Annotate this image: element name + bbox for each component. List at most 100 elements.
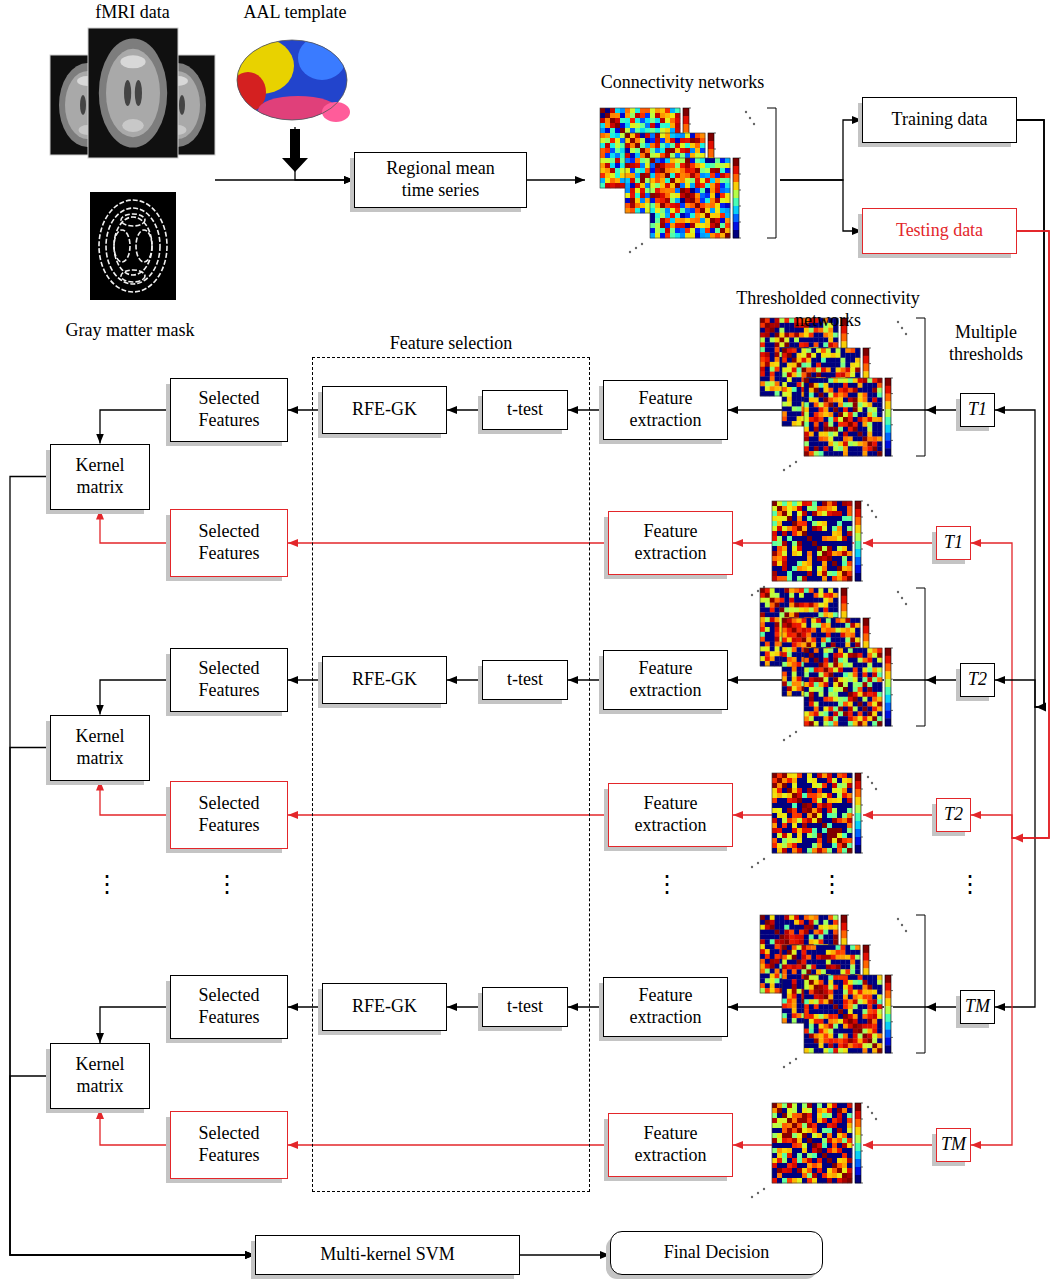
illustration-part bbox=[824, 451, 829, 456]
illustration-part bbox=[833, 446, 838, 451]
illustration-part bbox=[814, 422, 819, 427]
illustration-part bbox=[809, 393, 814, 398]
illustration-part bbox=[867, 393, 872, 398]
illustration-part bbox=[847, 546, 852, 551]
illustration-part bbox=[765, 362, 770, 367]
illustration-part bbox=[838, 446, 843, 451]
illustration-part bbox=[827, 526, 832, 531]
illustration-part bbox=[760, 367, 765, 372]
illustration-part bbox=[858, 446, 863, 451]
illustration-part bbox=[795, 461, 797, 463]
illustration-part bbox=[787, 382, 792, 387]
illustration-part bbox=[812, 566, 817, 571]
illustration-part bbox=[842, 531, 847, 536]
illustration-part bbox=[797, 551, 802, 556]
illustration-part bbox=[816, 372, 821, 377]
illustration-part bbox=[817, 536, 822, 541]
illustration-part bbox=[877, 422, 882, 427]
illustration-part bbox=[782, 363, 787, 368]
illustration-part bbox=[855, 348, 860, 353]
illustration-part bbox=[760, 588, 765, 593]
illustration-part bbox=[848, 383, 853, 388]
illustration-part bbox=[799, 342, 804, 347]
illustration-part bbox=[812, 561, 817, 566]
illustration-part bbox=[858, 393, 863, 398]
illustration-part bbox=[877, 393, 882, 398]
illustration-part bbox=[812, 546, 817, 551]
illustration-part bbox=[817, 516, 822, 521]
illustration-part bbox=[765, 367, 770, 372]
illustration-part bbox=[842, 506, 847, 511]
illustration-part bbox=[775, 342, 780, 347]
illustration-part bbox=[822, 526, 827, 531]
illustration-part bbox=[812, 501, 817, 506]
illustration-part bbox=[863, 417, 868, 422]
illustration-part bbox=[792, 521, 797, 526]
illustration-part bbox=[777, 561, 782, 566]
illustration-part bbox=[770, 342, 775, 347]
illustration-part bbox=[847, 561, 852, 566]
illustration-part bbox=[831, 358, 836, 363]
illustration-part bbox=[809, 398, 814, 403]
illustration-part bbox=[760, 381, 765, 386]
illustration-part bbox=[807, 561, 812, 566]
illustration-part bbox=[843, 378, 848, 383]
illustration-part bbox=[832, 561, 837, 566]
illustration-part bbox=[885, 417, 891, 425]
illustration-part bbox=[848, 441, 853, 446]
illustration-part bbox=[850, 358, 855, 363]
illustration-part bbox=[867, 441, 872, 446]
illustration-part bbox=[853, 437, 858, 442]
illustration-part bbox=[797, 576, 802, 581]
illustration-part bbox=[877, 441, 882, 446]
illustration-part bbox=[828, 393, 833, 398]
illustration-part bbox=[804, 393, 809, 398]
illustration-part bbox=[838, 432, 843, 437]
illustration-part bbox=[797, 392, 802, 397]
illustration-part bbox=[817, 551, 822, 556]
illustration-part bbox=[847, 536, 852, 541]
illustration-part bbox=[811, 368, 816, 373]
illustration-part bbox=[863, 412, 868, 417]
illustration-part bbox=[822, 546, 827, 551]
illustration-part bbox=[784, 342, 789, 347]
illustration-part bbox=[804, 446, 809, 451]
illustration-part bbox=[797, 536, 802, 541]
illustration-part bbox=[845, 372, 850, 377]
illustration-part bbox=[797, 506, 802, 511]
network-stack bbox=[760, 318, 925, 471]
illustration-part bbox=[863, 364, 869, 372]
illustration-part bbox=[792, 372, 797, 377]
illustration-part bbox=[792, 546, 797, 551]
illustration-part bbox=[867, 398, 872, 403]
illustration-part bbox=[782, 372, 787, 377]
illustration-part bbox=[824, 422, 829, 427]
illustration-part bbox=[792, 526, 797, 531]
illustration-part bbox=[806, 372, 811, 377]
illustration-part bbox=[842, 501, 847, 506]
illustration-part bbox=[863, 393, 868, 398]
illustration-part bbox=[863, 356, 869, 364]
illustration-part bbox=[797, 556, 802, 561]
illustration-part bbox=[782, 402, 787, 407]
illustration-part bbox=[916, 318, 925, 456]
illustration-part bbox=[836, 348, 841, 353]
illustration-part bbox=[867, 407, 872, 412]
illustration-part bbox=[843, 407, 848, 412]
illustration-part bbox=[824, 412, 829, 417]
illustration-part bbox=[817, 521, 822, 526]
illustration-part bbox=[770, 377, 775, 382]
illustration-part bbox=[831, 363, 836, 368]
illustration-part bbox=[787, 566, 792, 571]
illustration-part bbox=[842, 516, 847, 521]
illustration-part bbox=[832, 551, 837, 556]
illustration-part bbox=[797, 421, 802, 426]
illustration-part bbox=[814, 393, 819, 398]
illustration-part bbox=[877, 432, 882, 437]
illustration-part bbox=[787, 546, 792, 551]
illustration-part bbox=[824, 407, 829, 412]
illustration-part bbox=[822, 541, 827, 546]
illustration-part bbox=[799, 588, 804, 593]
illustration-part bbox=[867, 417, 872, 422]
illustration-part bbox=[807, 536, 812, 541]
